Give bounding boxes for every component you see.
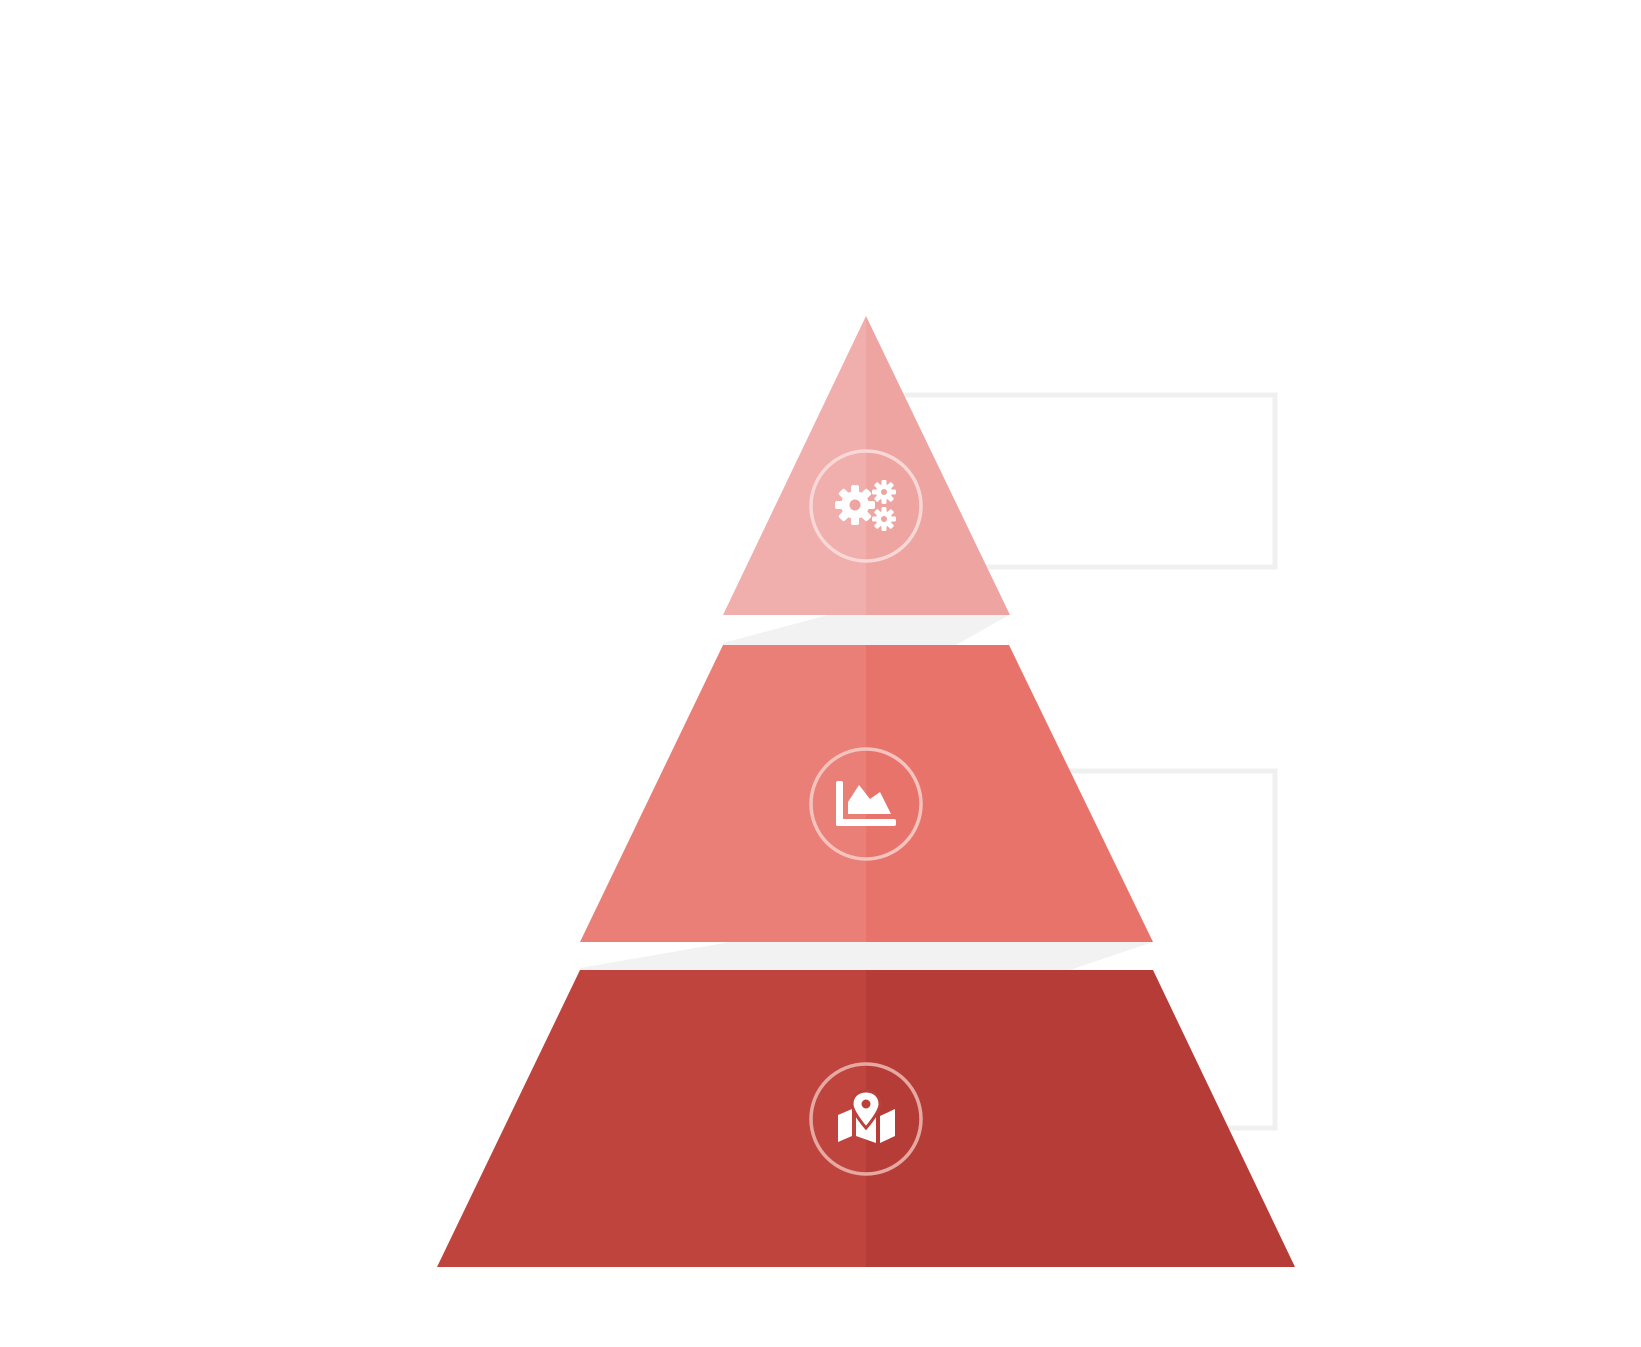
tier-top-icon-ring [809,449,923,563]
pyramid-tier-middle [580,645,1153,942]
tier-gaps [580,614,1153,970]
tier-middle-icon-ring [809,747,923,861]
tier-top-right-face [866,316,1010,615]
gap-band-upper [723,614,1009,645]
tier-top-left-face [723,316,866,615]
map-location-icon [838,1089,895,1143]
tier-bottom-right-face [866,970,1295,1267]
tier-bottom-icon-ring [809,1062,923,1176]
tier-middle-right-face [866,645,1153,942]
pyramid-tier-bottom [437,970,1295,1267]
pyramid-tier-top [723,316,1010,615]
gears-icon [835,480,896,531]
area-chart-icon [836,781,896,826]
tier-middle-left-face [580,645,866,942]
gap-band-lower [580,941,1153,970]
tier-bottom-left-face [437,970,866,1267]
